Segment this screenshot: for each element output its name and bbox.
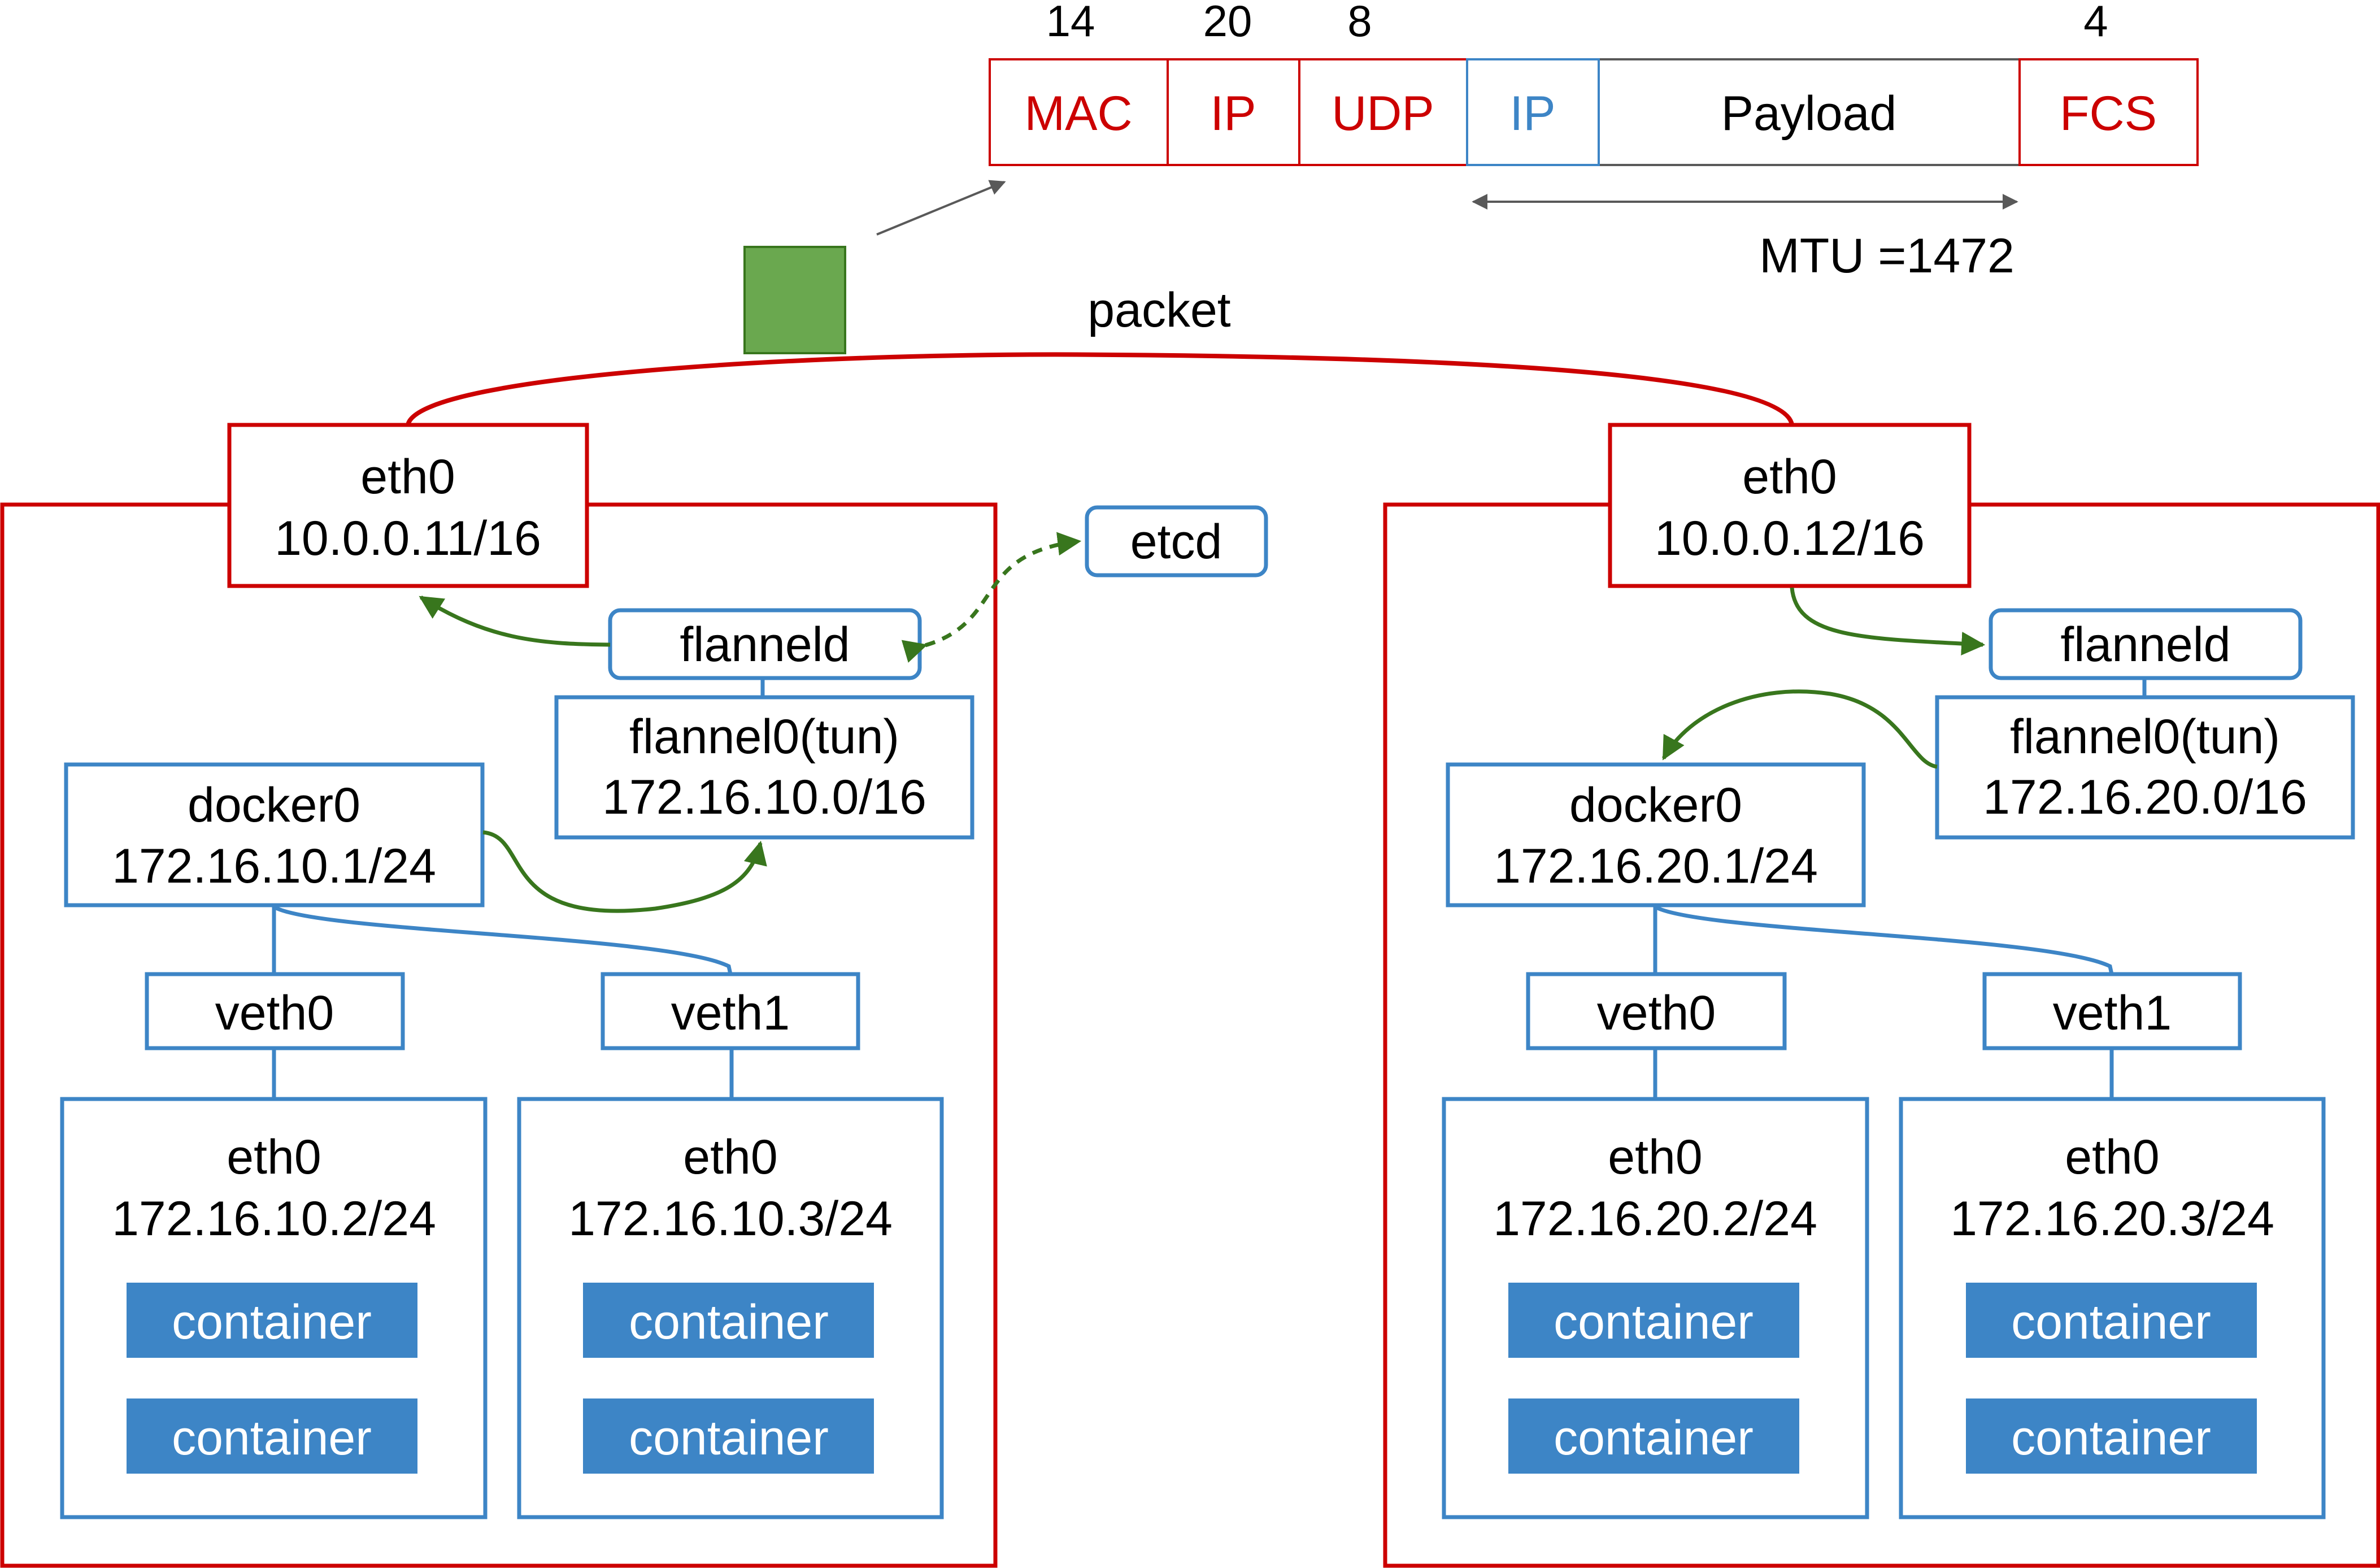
- mac-field: [989, 58, 1169, 166]
- packet-header: 14 20 8 4 MAC IP UDP IP Payload FCS MTU …: [989, 0, 2199, 283]
- host-right-veth0: [1526, 972, 1787, 1050]
- host-right: eth0 10.0.0.12/16 flanneld flannel0(tun)…: [1383, 423, 2380, 1568]
- host-right-pod-2-eth0: eth0: [2065, 1130, 2159, 1184]
- outer-ip-field: [1167, 58, 1300, 166]
- inter-host-link: [406, 352, 1794, 426]
- host-right-flanneld-label: flanneld: [2060, 618, 2230, 672]
- ip-size: 20: [1203, 0, 1252, 46]
- mac-size: 14: [1046, 0, 1095, 46]
- host-left: eth0 10.0.0.11/16 flanneld flannel0(tun)…: [0, 423, 998, 1568]
- flannel0-to-docker0-flow: [1661, 689, 1938, 769]
- host-right-pod-1-container-2-label: container: [1554, 1411, 1754, 1465]
- host-right-docker0-ip: 172.16.20.1/24: [1494, 839, 1818, 893]
- host-left-eth0-ip: 10.0.0.11/16: [275, 511, 541, 566]
- mtu-label: MTU =1472: [1759, 229, 2014, 283]
- payload-field: [1598, 58, 2021, 166]
- host-right-pod-2-container-1-label: container: [2011, 1295, 2211, 1349]
- host-right-eth0-name: eth0: [1742, 450, 1837, 504]
- inner-ip-label: IP: [1509, 86, 1555, 141]
- host-left-pod-1-container-1: [127, 1283, 417, 1358]
- packet-square: [743, 246, 846, 354]
- payload-label: Payload: [1721, 86, 1897, 141]
- host-left-veth1: [601, 972, 860, 1050]
- host-left-pod-1-container-1-label: container: [172, 1295, 372, 1349]
- host-left-flannel0: [554, 695, 974, 840]
- host-left-veth0-label: veth0: [215, 986, 334, 1040]
- host-left-docker0: [64, 762, 485, 907]
- host-left-pod-2-container-1-label: container: [629, 1295, 829, 1349]
- host-left-pod-2-eth0: eth0: [683, 1130, 777, 1184]
- host-left-flannel0-ip: 172.16.10.0/16: [602, 770, 926, 824]
- packet-label: packet: [1087, 283, 1230, 337]
- host-left-eth0: [227, 423, 589, 588]
- inner-ip-field: [1466, 58, 1600, 166]
- host-right-veth0-label: veth0: [1597, 986, 1716, 1040]
- host-left-pod-2-container-2: [583, 1398, 874, 1474]
- host-left-veth1-label: veth1: [671, 986, 790, 1040]
- etcd-label: etcd: [1130, 515, 1222, 569]
- host-left-eth0-name: eth0: [360, 450, 455, 504]
- host-left-pod-2-container-2-label: container: [629, 1411, 829, 1465]
- udp-field: [1298, 58, 1468, 166]
- host-left-pod-1-ip: 172.16.10.2/24: [112, 1192, 436, 1246]
- host-right-pod-2-container-1: [1966, 1283, 2257, 1358]
- udp-label: UDP: [1332, 86, 1434, 141]
- host-right-docker0-name: docker0: [1569, 778, 1742, 832]
- docker0-veth1-link: [273, 905, 733, 975]
- packet-pointer-arrow: [876, 180, 1006, 236]
- host-left-pod-2-container-1: [583, 1283, 874, 1358]
- host-left-pod-1-eth0: eth0: [227, 1130, 321, 1184]
- docker0-to-flannel0-flow: [482, 830, 767, 913]
- host-left-flannel0-name: flannel0(tun): [629, 710, 899, 764]
- host-right-pod-2-ip: 172.16.20.3/24: [1950, 1192, 2274, 1246]
- host-right-veth1: [1982, 972, 2242, 1050]
- eth0-to-flanneld-flow: [1790, 587, 1986, 655]
- fcs-field: [2018, 58, 2199, 166]
- host-right-pod-1-ip: 172.16.20.2/24: [1493, 1192, 1817, 1246]
- host-right-flanneld: [1989, 608, 2303, 680]
- host-right-eth0: [1608, 423, 1972, 588]
- fcs-label: FCS: [2060, 86, 2157, 141]
- udp-size: 8: [1347, 0, 1372, 46]
- fcs-size: 4: [2083, 0, 2108, 46]
- docker0-veth1-link-right: [1654, 905, 2114, 975]
- flanneld-to-eth0-flow: [419, 596, 611, 647]
- host-left-pod-2-ip: 172.16.10.3/24: [568, 1192, 893, 1246]
- host-right-docker0: [1446, 762, 1866, 907]
- outer-ip-label: IP: [1210, 86, 1256, 141]
- host-left-veth0: [145, 972, 405, 1050]
- host-right-pod-1-container-1-label: container: [1554, 1295, 1754, 1349]
- host-right-flannel0: [1935, 695, 2355, 840]
- host-right-pod-2-container-2-label: container: [2011, 1411, 2211, 1465]
- host-right-veth1-label: veth1: [2053, 986, 2172, 1040]
- host-left-docker0-name: docker0: [188, 778, 360, 832]
- etcd-node: [1085, 505, 1268, 577]
- host-left-docker0-ip: 172.16.10.1/24: [112, 839, 436, 893]
- host-right-pod-1-container-1: [1508, 1283, 1799, 1358]
- host-right-pod-1-eth0: eth0: [1608, 1130, 1702, 1184]
- host-right-pod-2-container-2: [1966, 1398, 2257, 1474]
- host-left-pod-1-container-2-label: container: [172, 1411, 372, 1465]
- host-left-flanneld-label: flanneld: [680, 618, 850, 672]
- mac-label: MAC: [1024, 86, 1132, 141]
- host-right-flannel0-name: flannel0(tun): [2010, 710, 2280, 764]
- host-right-eth0-ip: 10.0.0.12/16: [1655, 511, 1925, 566]
- host-left-pod-1-container-2: [127, 1398, 417, 1474]
- host-right-flannel0-ip: 172.16.20.0/16: [1983, 770, 2307, 824]
- host-right-pod-1-container-2: [1508, 1398, 1799, 1474]
